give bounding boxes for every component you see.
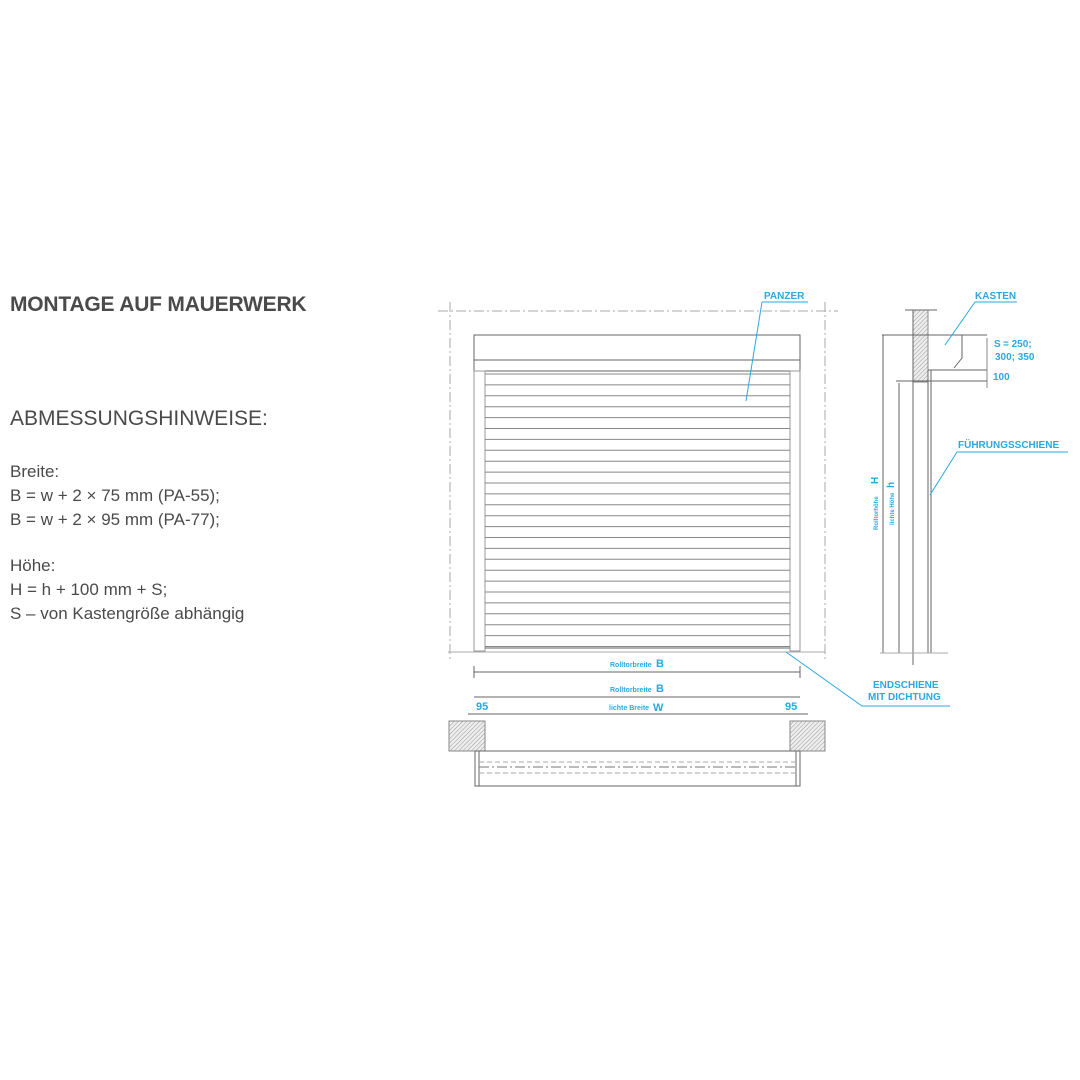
label-100: 100	[993, 372, 1010, 383]
height-heading: Höhe:	[10, 556, 56, 575]
height-note: S – von Kastengröße abhängig	[10, 604, 245, 623]
label-s-symbol: S	[994, 339, 1001, 350]
box-cover	[473, 334, 801, 372]
lintel-hatch	[912, 309, 929, 383]
dim-95-left: 95	[476, 701, 488, 713]
height-formula: H = h + 100 mm + S;	[10, 580, 168, 599]
label-endschiene: ENDSCHIENE	[873, 680, 939, 691]
dim-symbol-h-total: H	[870, 477, 881, 484]
plan-view	[448, 696, 826, 787]
section-heading: ABMESSUNGSHINWEISE:	[10, 407, 268, 430]
front-view	[438, 302, 838, 678]
label-mit-dichtung: MIT DICHTUNG	[868, 692, 941, 703]
dim-label-lichte-hoehe: lichte Höhe	[890, 492, 896, 525]
box-plan	[474, 750, 801, 787]
dim-label-rolltorbreite-plan: Rolltorbreite	[610, 687, 652, 694]
side-view	[880, 309, 988, 665]
label-s-values-1: = 250;	[1003, 339, 1032, 350]
label-s-values-2: 300; 350	[995, 352, 1035, 363]
label-kasten: KASTEN	[975, 291, 1016, 302]
box-side	[953, 335, 963, 369]
dim-label-rolltorbreite: Rolltorbreite	[610, 662, 652, 669]
width-heading: Breite:	[10, 462, 60, 481]
label-fuehrungsschiene: FÜHRUNGSSCHIENE	[958, 438, 1059, 451]
page-title: MONTAGE AUF MAUERWERK	[10, 293, 307, 316]
guide-rail-left	[473, 370, 486, 652]
guide-rail-right	[789, 370, 801, 652]
dim-symbol-b: B	[656, 658, 664, 670]
leader-lines	[745, 301, 1068, 707]
wall-right-hatch	[789, 720, 826, 752]
curtain-slats	[485, 373, 790, 647]
dim-label-lichte-breite: lichte Breite	[609, 705, 649, 712]
dim-label-rolltorhoehe: Rolltorhöhe	[874, 496, 880, 530]
dim-symbol-b-plan: B	[656, 683, 664, 695]
width-formula-pa77: B = w + 2 × 95 mm (PA-77);	[10, 510, 220, 529]
wall-left-hatch	[448, 720, 486, 752]
dim-symbol-w: W	[653, 702, 664, 714]
width-formula-pa55: B = w + 2 × 75 mm (PA-55);	[10, 486, 220, 505]
label-panzer: PANZER	[764, 291, 805, 302]
dim-symbol-h-clear: h	[886, 482, 897, 488]
dim-95-right: 95	[785, 701, 797, 713]
